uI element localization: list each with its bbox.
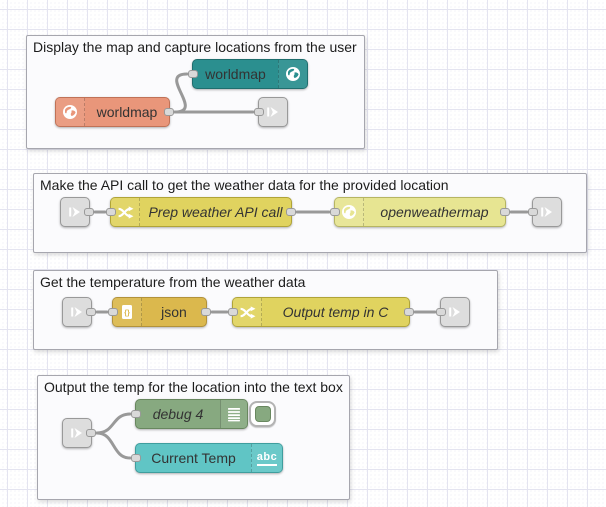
output-port[interactable] [201, 308, 211, 316]
globe-icon [278, 60, 307, 88]
output-port[interactable] [84, 208, 94, 216]
node-link-in[interactable] [62, 297, 96, 327]
input-port[interactable] [131, 454, 141, 462]
input-port[interactable] [228, 308, 238, 316]
node-label: Prep weather API call [148, 204, 283, 220]
group-title: Get the temperature from the weather dat… [40, 274, 306, 290]
output-port[interactable] [286, 208, 296, 216]
link-icon [63, 419, 91, 447]
input-port[interactable] [330, 208, 340, 216]
node-link-out[interactable] [254, 97, 288, 127]
node-label: worldmap [205, 66, 266, 82]
node-openweathermap[interactable]: openweathermap [330, 197, 510, 227]
input-port[interactable] [436, 308, 446, 316]
input-port[interactable] [131, 410, 141, 418]
abc-icon: abc [251, 444, 282, 472]
node-label: Current Temp [151, 450, 236, 466]
group-title: Make the API call to get the weather dat… [40, 177, 449, 193]
node-label: json [161, 304, 187, 320]
input-port[interactable] [106, 208, 116, 216]
node-worldmap-source[interactable]: worldmap [55, 97, 174, 127]
node-json[interactable]: {} json [108, 297, 211, 327]
output-port[interactable] [500, 208, 510, 216]
node-label: debug 4 [152, 406, 204, 422]
node-link-out[interactable] [436, 297, 470, 327]
node-label: worldmap [96, 104, 158, 120]
input-port[interactable] [254, 108, 264, 116]
node-label: Output temp in C [282, 304, 389, 320]
globe-icon [56, 98, 85, 126]
shuffle-icon [111, 198, 140, 226]
input-port[interactable] [528, 208, 538, 216]
input-port[interactable] [108, 308, 118, 316]
node-output-temp-in-c[interactable]: Output temp in C [228, 297, 414, 327]
node-link-in[interactable] [62, 418, 96, 448]
group-title: Output the temp for the location into th… [44, 379, 343, 395]
output-port[interactable] [86, 429, 96, 437]
input-port[interactable] [188, 70, 198, 78]
debug-toggle-indicator [254, 406, 271, 422]
node-debug-4[interactable]: debug 4 [131, 399, 276, 429]
debug-toggle-button[interactable] [249, 401, 276, 427]
group-title: Display the map and capture locations fr… [33, 39, 357, 55]
output-port[interactable] [404, 308, 414, 316]
svg-text:{}: {} [124, 308, 130, 317]
link-icon [259, 98, 287, 126]
debug-list-icon [220, 400, 247, 428]
node-link-in[interactable] [60, 197, 94, 227]
node-label: openweathermap [380, 204, 489, 220]
node-current-temp[interactable]: Current Temp abc [131, 443, 283, 473]
link-icon [63, 298, 91, 326]
group-display-map[interactable]: Display the map and capture locations fr… [26, 35, 365, 149]
output-port[interactable] [86, 308, 96, 316]
link-icon [441, 298, 469, 326]
node-link-out[interactable] [528, 197, 562, 227]
node-prep-weather-api-call[interactable]: Prep weather API call [106, 197, 296, 227]
node-worldmap-display[interactable]: worldmap [188, 59, 308, 89]
output-port[interactable] [164, 108, 174, 116]
link-icon [61, 198, 89, 226]
link-icon [533, 198, 561, 226]
